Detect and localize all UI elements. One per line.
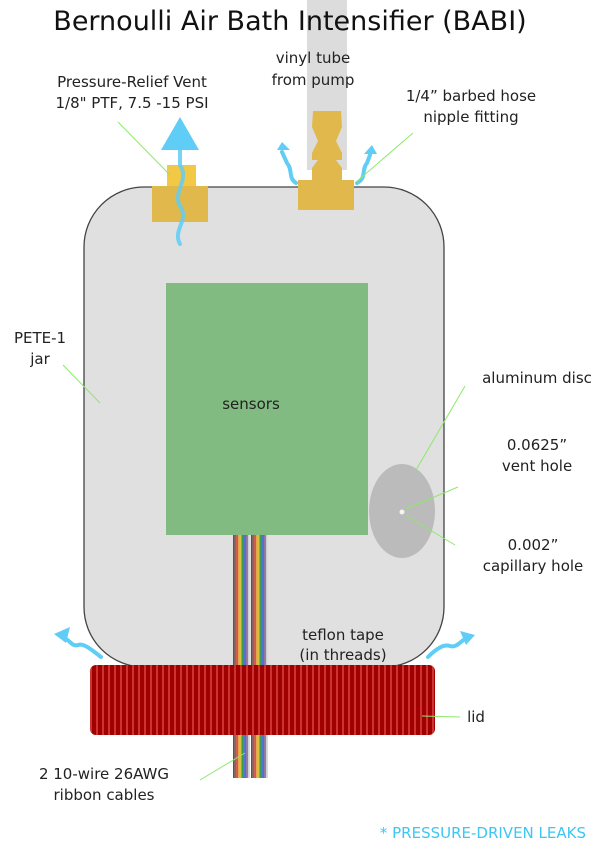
- teflon-label-2: (in threads): [299, 646, 386, 664]
- tube-label-2: from pump: [272, 71, 355, 89]
- vent-label: Pressure-Relief Vent: [57, 73, 207, 91]
- sensors-label: sensors: [222, 395, 280, 413]
- ribbon-wire: [236, 535, 239, 778]
- ribbon-wire: [238, 535, 240, 778]
- ribbon-wire: [264, 535, 267, 778]
- ribbon-cables: [233, 535, 268, 778]
- ribbon-wire: [262, 535, 265, 778]
- ribbon-wire: [241, 535, 244, 778]
- hose-fitting-label: 1/4” barbed hose: [406, 87, 536, 105]
- ribbon-wire: [244, 535, 247, 778]
- ribbon-wire: [233, 535, 235, 778]
- hose-fitting-label-2: nipple fitting: [423, 108, 518, 126]
- sensors-board: [166, 283, 368, 535]
- vent-hole-label-2: vent hole: [502, 457, 572, 475]
- ribbon-wire: [248, 535, 250, 778]
- ribbon-wire: [254, 535, 257, 778]
- disc-label: aluminum disc: [482, 369, 592, 387]
- ribbon-wire: [251, 535, 253, 778]
- ribbon-wire: [252, 535, 255, 778]
- lid-label: lid: [467, 708, 485, 726]
- barbed-hose-fitting: [298, 111, 354, 210]
- pressure-relief-vent: [152, 117, 208, 246]
- capillary-hole-label: 0.002”: [508, 536, 559, 554]
- ribbon-wire: [234, 535, 237, 778]
- jar-label-2: jar: [29, 350, 50, 368]
- diagram-title: Bernoulli Air Bath Intensifier (BABI): [53, 6, 526, 37]
- legend-leaks: * PRESSURE-DRIVEN LEAKS: [380, 824, 586, 842]
- vent-spec-label: 1/8" PTF, 7.5 -15 PSI: [55, 94, 208, 112]
- ribbon-wire: [261, 535, 263, 778]
- ribbon-wire: [239, 535, 242, 778]
- tube-label: vinyl tube: [276, 49, 351, 67]
- jar-label: PETE-1: [14, 329, 66, 347]
- ribbon-wire: [257, 535, 260, 778]
- ribbon-wire: [243, 535, 245, 778]
- lid: [90, 665, 435, 735]
- leak-arrow-icon: [54, 142, 475, 659]
- ribbon-wire: [246, 535, 249, 778]
- ribbon-wire: [259, 535, 262, 778]
- ribbon-wire: [266, 535, 268, 778]
- capillary-hole-label-2: capillary hole: [483, 557, 584, 575]
- cable-label-2: ribbon cables: [53, 786, 154, 804]
- vent-hole: [399, 509, 405, 515]
- vent-hole-label: 0.0625”: [507, 436, 567, 454]
- cable-label: 2 10-wire 26AWG: [39, 765, 169, 783]
- ribbon-wire: [256, 535, 258, 778]
- teflon-label: teflon tape: [302, 626, 384, 644]
